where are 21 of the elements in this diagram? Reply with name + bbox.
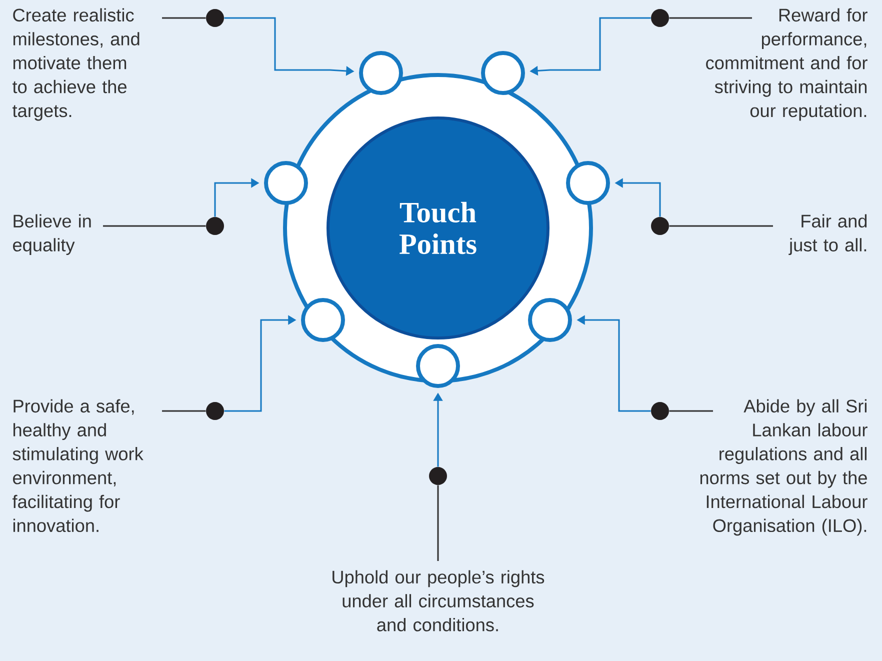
description-text: Abide by all Sri Lankan labour regulations and all norms set out by the International Labour Organisation (ILO). bbox=[700, 399, 868, 536]
leader-line bbox=[669, 17, 752, 19]
junction-dot bbox=[651, 217, 669, 235]
leader-line bbox=[669, 410, 713, 412]
leader-line bbox=[162, 410, 206, 412]
description-text: Believe in equality bbox=[13, 214, 91, 256]
junction-dot bbox=[651, 402, 669, 420]
leader-line bbox=[103, 225, 206, 227]
description-text: Provide a safe, healthy and stimulating work environment, facilitating for innovation. bbox=[12, 399, 144, 532]
junction-dot bbox=[651, 9, 669, 27]
junction-dot bbox=[206, 9, 224, 27]
junction-dot bbox=[206, 217, 224, 235]
description-text: Fair and just to all. bbox=[788, 214, 867, 256]
description-text: Uphold our people’s rights under all circumstances and conditions. bbox=[332, 570, 544, 632]
leader-line bbox=[437, 485, 439, 561]
junction-dot bbox=[206, 402, 224, 420]
description-text: Create realistic milestones, and motivate them to achieve the targets. bbox=[12, 8, 140, 121]
junction-dot bbox=[429, 467, 447, 485]
leader-line bbox=[162, 17, 206, 19]
leader-line bbox=[669, 225, 773, 227]
description-text: Reward for performance, commitment and for striving to maintain our reputation. bbox=[706, 8, 868, 121]
